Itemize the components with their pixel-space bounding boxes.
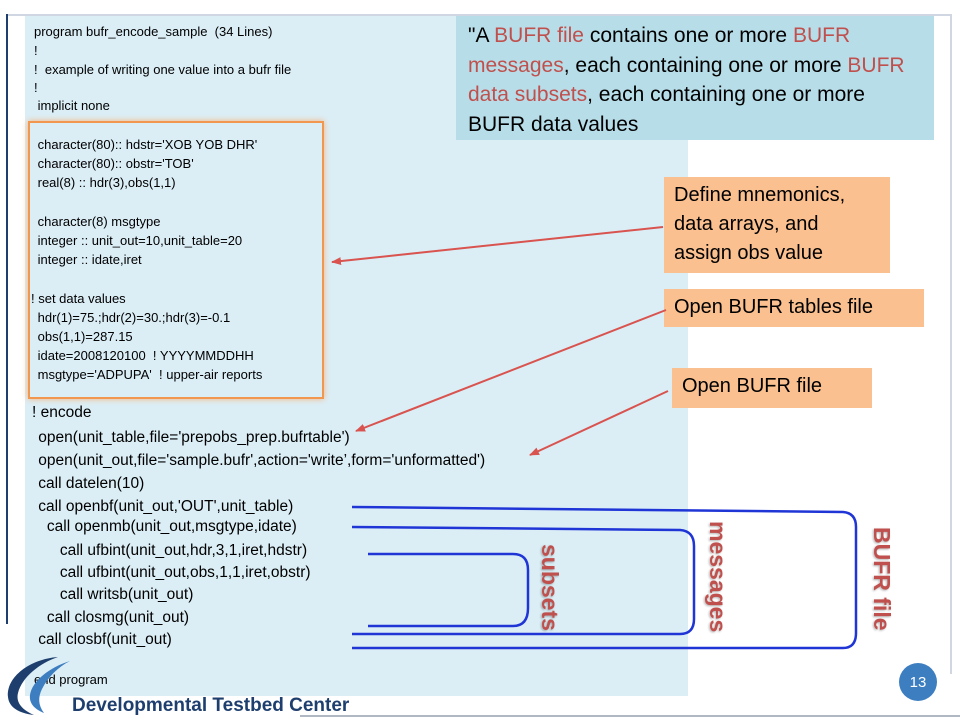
code-line: call writsb(unit_out) bbox=[34, 586, 194, 603]
arrow-to-declarations bbox=[331, 226, 664, 266]
bufr-definition-quote: "A BUFR file contains one or more BUFR m… bbox=[456, 16, 934, 140]
label-subsets: subsets bbox=[537, 544, 563, 631]
code-line: open(unit_out,file='sample.bufr',action=… bbox=[34, 452, 486, 469]
declarations-highlight-box bbox=[28, 121, 324, 399]
code-line: obs(1,1)=287.15 bbox=[34, 329, 133, 344]
code-line: call openbf(unit_out,'OUT',unit_table) bbox=[34, 498, 294, 515]
code-line: ! bbox=[34, 43, 38, 58]
page-number-badge: 13 bbox=[899, 663, 937, 701]
code-line: real(8) :: hdr(3),obs(1,1) bbox=[34, 175, 176, 190]
code-line: call closbf(unit_out) bbox=[34, 631, 172, 648]
quote-text: contains one or more bbox=[584, 24, 793, 47]
label-bufr-file: BUFR file bbox=[869, 527, 895, 631]
code-line: ! example of writing one value into a bu… bbox=[34, 62, 292, 77]
code-line: call ufbint(unit_out,hdr,3,1,iret,hdstr) bbox=[34, 542, 308, 559]
code-line: implicit none bbox=[34, 98, 110, 113]
callout-define-mnemonics: Define mnemonics, data arrays, and assig… bbox=[664, 177, 890, 273]
code-line: ! set data values bbox=[31, 291, 126, 306]
code-line: open(unit_table,file='prepobs_prep.bufrt… bbox=[34, 429, 350, 446]
slide-border-right bbox=[950, 14, 952, 674]
label-messages: messages bbox=[705, 521, 731, 633]
dtc-logo-icon bbox=[7, 657, 71, 715]
bracket-subsets bbox=[368, 552, 530, 628]
code-line: character(8) msgtype bbox=[34, 214, 161, 229]
code-line: hdr(1)=75.;hdr(2)=30.;hdr(3)=-0.1 bbox=[34, 310, 231, 325]
arrow-to-open-table bbox=[355, 309, 667, 432]
arrow-to-open-out bbox=[529, 390, 669, 456]
slide-border-left bbox=[6, 14, 8, 624]
code-line: call ufbint(unit_out,obs,1,1,iret,obstr) bbox=[34, 564, 311, 581]
code-line: call closmg(unit_out) bbox=[34, 609, 190, 626]
slide-border-top bbox=[8, 14, 952, 16]
code-line: program bufr_encode_sample (34 Lines) bbox=[34, 24, 273, 39]
code-line: call datelen(10) bbox=[34, 475, 145, 492]
code-line: integer :: unit_out=10,unit_table=20 bbox=[34, 233, 243, 248]
code-line: ! bbox=[34, 80, 38, 95]
quote-text: , each containing one or more bbox=[563, 53, 848, 77]
code-line: call openmb(unit_out,msgtype,idate) bbox=[34, 518, 297, 535]
code-line: ! encode bbox=[32, 404, 92, 421]
quote-text: "A bbox=[468, 24, 495, 47]
quote-highlight-bufr-file: BUFR file bbox=[494, 24, 584, 47]
bracket-messages bbox=[351, 525, 696, 636]
code-line: character(80):: hdstr='XOB YOB DHR' bbox=[34, 137, 258, 152]
quote-text: , each containing one or more BUFR data … bbox=[468, 83, 865, 136]
footer-rule bbox=[300, 715, 960, 717]
org-name: Developmental Testbed Center bbox=[72, 695, 350, 716]
bracket-bufr-file bbox=[351, 505, 858, 650]
callout-open-file: Open BUFR file bbox=[672, 368, 872, 408]
code-line: idate=2008120100 ! YYYYMMDDHH bbox=[34, 348, 254, 363]
code-line: msgtype='ADPUPA' ! upper-air reports bbox=[34, 367, 263, 382]
code-line: integer :: idate,iret bbox=[34, 252, 142, 267]
quote-highlight-bufr-subsets: BUFR data subsets bbox=[468, 53, 905, 107]
quote-highlight-bufr-messages: BUFR messages bbox=[468, 24, 851, 77]
callout-open-tables: Open BUFR tables file bbox=[664, 289, 924, 327]
code-line: character(80):: obstr='TOB' bbox=[34, 156, 194, 171]
